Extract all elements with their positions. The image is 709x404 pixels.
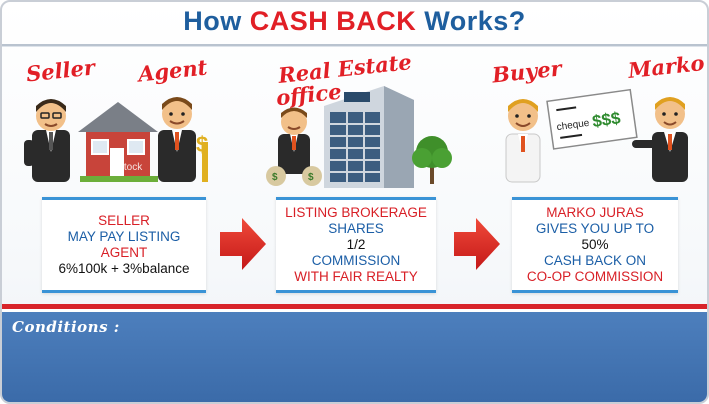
box-line: 50%: [581, 237, 609, 252]
marko-figure-icon: [632, 97, 688, 182]
box-line: AGENT: [100, 245, 148, 260]
box-line: CASH BACK ON: [543, 253, 647, 268]
box-line: MARKO JURAS: [546, 205, 644, 220]
watermark-text: iStock: [115, 162, 143, 173]
title-accent: CASH BACK: [249, 6, 417, 36]
seller-figure-icon: [24, 99, 70, 182]
svg-text:$: $: [196, 132, 208, 157]
step-box-seller: SELLER MAY PAY LISTING AGENT 6%100k + 3%…: [42, 197, 206, 293]
cheque-icon: cheque $$$: [546, 88, 638, 150]
box-line: GIVES YOU UP TO: [535, 221, 655, 236]
money-bag-icon: $ $: [266, 166, 322, 186]
buyer-marko-illustration: cheque $$$: [505, 88, 688, 183]
box-line: LISTING BROKERAGE: [285, 205, 427, 220]
svg-text:$$$: $$$: [591, 108, 622, 131]
buyer-figure-icon: [505, 99, 541, 183]
label-marko: Marko: [626, 50, 706, 83]
office-building-icon: [324, 86, 414, 188]
svg-text:$: $: [308, 172, 314, 183]
svg-text:cheque: cheque: [556, 118, 590, 134]
businessman-figure-icon: [278, 107, 310, 174]
page-title: How CASH BACK Works?: [183, 6, 526, 36]
box-line: SHARES: [328, 221, 384, 236]
box-line: MAY PAY LISTING: [67, 229, 181, 244]
title-divider-light: [2, 46, 707, 47]
tree-icon: [412, 136, 452, 184]
box-line: 6%100k + 3%balance: [58, 261, 190, 276]
house-icon: [78, 102, 158, 182]
box-line: WITH FAIR REALTY: [294, 269, 418, 284]
title-divider: [2, 44, 707, 46]
office-illustration: $ $: [266, 86, 452, 188]
box-line: CO-OP COMMISSION: [526, 269, 664, 284]
accent-band: [2, 304, 707, 309]
agent-figure-icon: [158, 97, 196, 182]
conditions-panel: Conditions :: [2, 312, 707, 402]
box-line: SELLER: [98, 213, 150, 228]
box-line: COMMISSION: [311, 253, 401, 268]
dollar-key-icon: $: [196, 132, 208, 182]
box-line: 1/2: [346, 237, 366, 252]
seller-agent-illustration: iStock $: [24, 97, 208, 182]
arrow-right-icon: [454, 218, 500, 270]
arrow-right-icon: [220, 218, 266, 270]
conditions-label: Conditions :: [12, 318, 120, 336]
step-box-brokerage: LISTING BROKERAGE SHARES 1/2 COMMISSION …: [276, 197, 436, 293]
separator-band: [2, 309, 707, 312]
svg-text:$: $: [272, 172, 278, 183]
step-box-cashback: MARKO JURAS GIVES YOU UP TO 50% CASH BAC…: [512, 197, 678, 293]
